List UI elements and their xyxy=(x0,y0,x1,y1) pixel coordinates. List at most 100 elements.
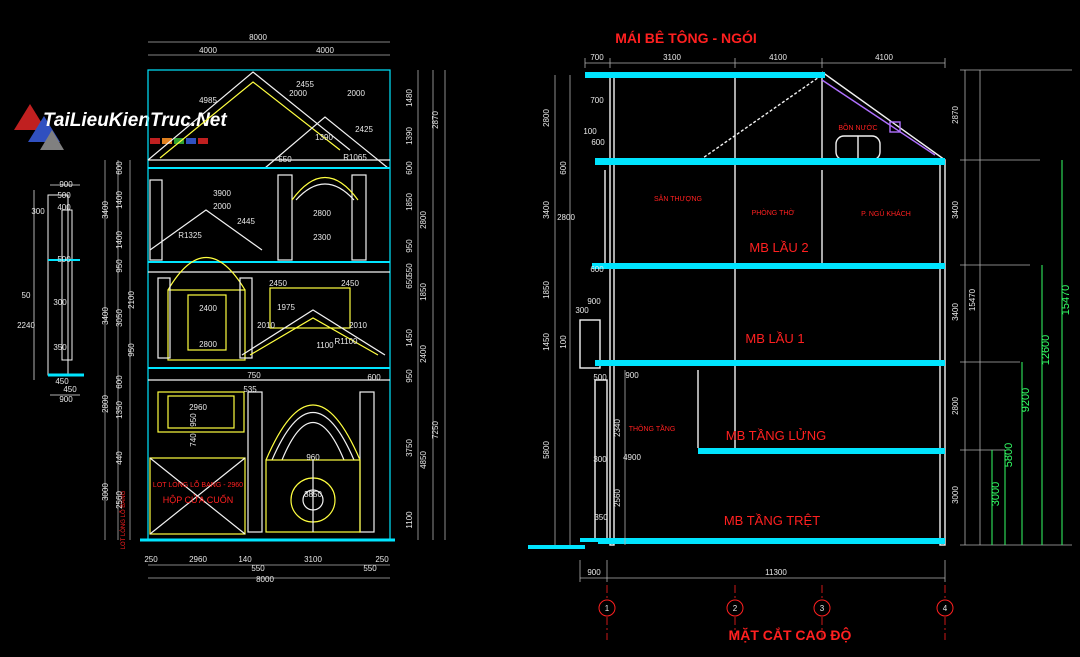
elev-inner-dim-8: 3900 xyxy=(213,189,231,198)
elev-right-dim-2: 2870 xyxy=(431,111,440,129)
sec-right-dim-1: 3400 xyxy=(951,201,960,219)
sec-left-dim-5: 3400 xyxy=(542,201,551,219)
column-detail xyxy=(33,184,84,396)
detail-dim-11: 900 xyxy=(59,395,73,404)
elev-left-dim-9: 600 xyxy=(115,375,124,389)
elev-right-dim-6: 950 xyxy=(405,239,414,253)
elev-bot-dim-total: 8000 xyxy=(256,575,274,584)
sec-left-dim-16: 2340 xyxy=(613,419,622,437)
elev-right-dim-11: 2400 xyxy=(419,345,428,363)
sec-top-dim-3: 4100 xyxy=(875,53,893,62)
elev-right-dim-12: 950 xyxy=(405,369,414,383)
sec-right-dim-0: 2870 xyxy=(951,106,960,124)
room-ngu-khach: P. NGỦ KHÁCH xyxy=(861,209,911,218)
detail-dim-2: 400 xyxy=(57,203,71,212)
watermark-text: TaiLieuKienTruc.Net xyxy=(43,110,227,131)
elev-right-dim-7: 550 xyxy=(405,263,414,277)
elev-left-dim-5: 2100 xyxy=(127,291,136,309)
elev-right-dim-8: 650 xyxy=(405,275,414,289)
front-elevation: 8000 4000 4000 250 2960 140 3100 550 250… xyxy=(17,33,446,584)
elev-left-dim-1: 1400 xyxy=(115,191,124,209)
sec-top-dim-2: 4100 xyxy=(769,53,787,62)
sec-left-dim-15: 5800 xyxy=(542,441,551,459)
detail-dim-0: 900 xyxy=(59,180,73,189)
elev-inner-dim-27: 960 xyxy=(306,453,320,462)
elev-inner-dim-12: 2300 xyxy=(313,233,331,242)
elev-inner-dim-23: R1100 xyxy=(335,337,359,346)
elev-inner-dim-17: 2400 xyxy=(199,304,217,313)
sec-left-dim-18: 300 xyxy=(593,455,607,464)
elev-left-dim-16: 950 xyxy=(189,413,198,427)
elev-bot-dim-2: 140 xyxy=(238,555,252,564)
elev-inner-dim-20: 2010 xyxy=(349,321,367,330)
elev-inner-dim-22: 1100 xyxy=(316,341,334,350)
sec-left-dim-1: 700 xyxy=(590,96,604,105)
sec-level-mark-3: 5800 xyxy=(1003,443,1015,467)
elev-right-dim-10: 1450 xyxy=(405,329,414,347)
elev-left-dim-10: 2800 xyxy=(101,395,110,413)
sec-left-dim-19: 2560 xyxy=(613,489,622,507)
sec-right-dim-5: 3000 xyxy=(951,486,960,504)
elev-inner-dim-19: 2010 xyxy=(257,321,275,330)
elev-inner-dim-5: 550 xyxy=(278,155,292,164)
sec-left-dim-8: 1850 xyxy=(542,281,551,299)
detail-dim-5: 50 xyxy=(22,291,31,300)
sec-left-dim-6: 2800 xyxy=(557,213,575,222)
elev-left-dim-0: 600 xyxy=(115,161,124,175)
elev-left-dim-2: 3400 xyxy=(101,201,110,219)
elev-right-dim-3: 600 xyxy=(405,161,414,175)
floor-label-tang-lung: MB TẦNG LỬNG xyxy=(726,428,826,443)
detail-dim-6: 2240 xyxy=(17,321,35,330)
watermark-logo: TaiLieuKienTruc.Net xyxy=(14,104,227,150)
elevation-right-dims: 1480139028706001850280095055065018501450… xyxy=(405,89,440,529)
sec-left-dim-20: 350 xyxy=(594,513,608,522)
sec-left-dim-12: 100 xyxy=(559,335,568,349)
elev-right-dim-4: 1850 xyxy=(405,193,414,211)
elev-right-dim-15: 4850 xyxy=(419,451,428,469)
sec-left-dim-13: 500 xyxy=(593,373,607,382)
elev-right-dim-14: 7250 xyxy=(431,421,440,439)
floor-label-lau-2: MB LẦU 2 xyxy=(749,240,808,255)
building-section: MÁI BÊ TÔNG - NGÓI 700 3100 4100 4100 xyxy=(528,29,1072,643)
elev-inner-dim-21: 2960 xyxy=(189,403,207,412)
elev-inner-dim-1: 2000 xyxy=(289,89,307,98)
detail-dim-8: 350 xyxy=(53,343,67,352)
grid-bubble-2: 2 xyxy=(733,604,738,613)
sec-top-dim-0: 700 xyxy=(590,53,604,62)
elev-bot-dim-3: 3100 xyxy=(304,555,322,564)
elev-inner-dim-25: 600 xyxy=(367,373,381,382)
sec-right-dim-4: 2800 xyxy=(951,397,960,415)
elev-left-dim-7: 3400 xyxy=(101,307,110,325)
elev-bot-dim-4: 550 xyxy=(363,564,377,573)
floor-label-tang-tret: MB TẦNG TRỆT xyxy=(724,513,820,528)
grid-bubble-1: 1 xyxy=(605,604,610,613)
room-phong-tho: PHÒNG THỜ xyxy=(752,208,795,217)
sec-level-mark-4: 3000 xyxy=(990,482,1002,506)
detail-dim-3: 300 xyxy=(31,207,45,216)
floor-label-lau-1: MB LẦU 1 xyxy=(745,331,804,346)
elev-right-dim-9: 1850 xyxy=(419,283,428,301)
grid-bubble-4: 4 xyxy=(943,604,948,613)
sec-level-mark-0: 15470 xyxy=(1060,285,1072,316)
elev-right-dim-1: 1390 xyxy=(405,127,414,145)
elev-bot-dim-5: 250 xyxy=(375,555,389,564)
sec-left-dim-14: 900 xyxy=(625,371,639,380)
elev-left-dim-12: 440 xyxy=(115,451,124,465)
elev-inner-dim-16: 1975 xyxy=(277,303,295,312)
elev-right-dim-13: 3750 xyxy=(405,439,414,457)
elev-left-dim-11: 1350 xyxy=(115,401,124,419)
elev-inner-dim-6: 1390 xyxy=(315,133,333,142)
sec-left-dim-0: 2800 xyxy=(542,109,551,127)
elev-left-dim-14: 3000 xyxy=(101,483,110,501)
sec-bottom-dim-0: 900 xyxy=(587,568,601,577)
elev-inner-dim-10: 2800 xyxy=(313,209,331,218)
section-title: MẶT CẮT CAO ĐỘ xyxy=(729,626,852,643)
elev-left-dim-3: 1400 xyxy=(115,231,124,249)
sec-left-dim-3: 600 xyxy=(591,138,605,147)
elev-inner-dim-2: 2000 xyxy=(347,89,365,98)
sec-left-dim-4: 600 xyxy=(559,161,568,175)
sec-top-dim-1: 3100 xyxy=(663,53,681,62)
elev-bot-dim-1: 2960 xyxy=(189,555,207,564)
